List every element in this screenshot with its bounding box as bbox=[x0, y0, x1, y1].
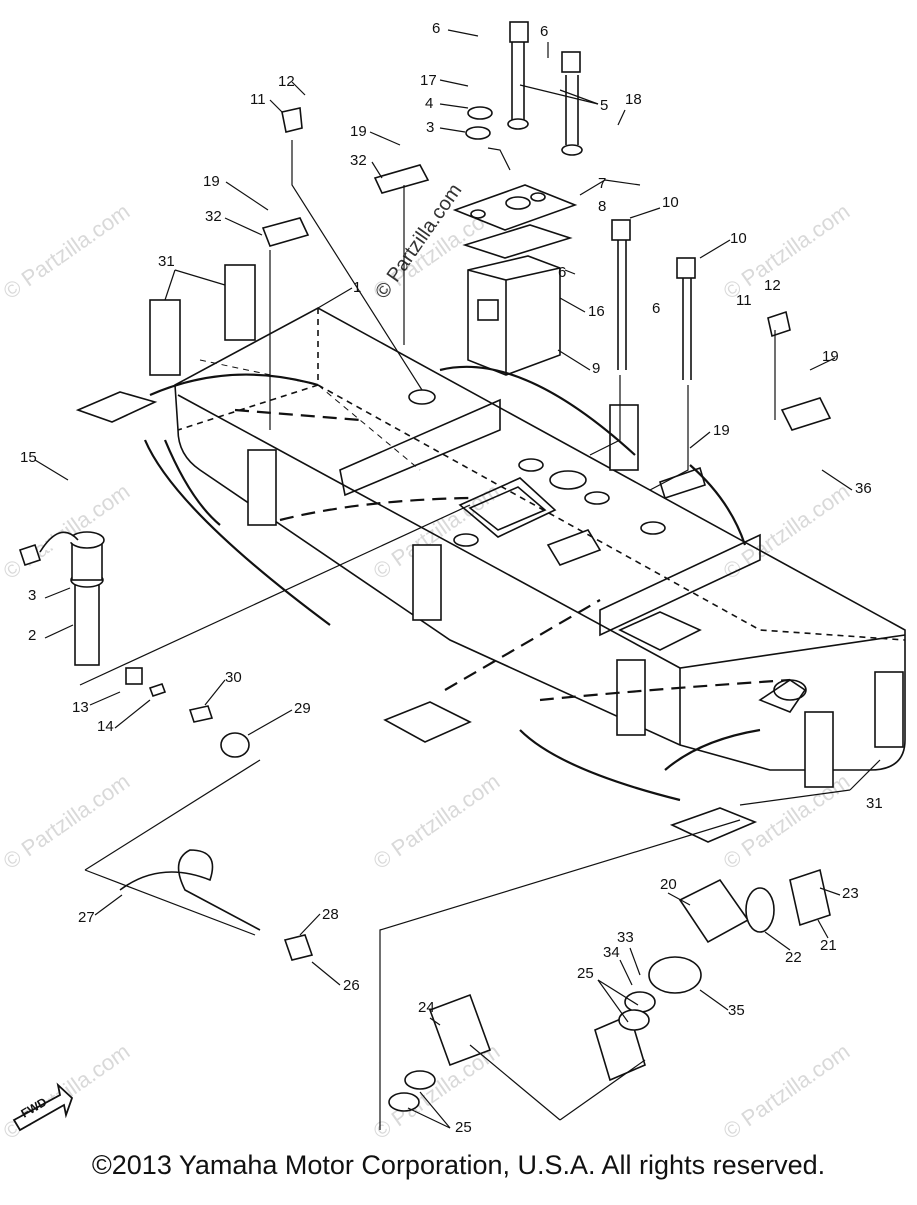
callout-labels: 6 6 5 17 4 3 18 11 12 19 32 7 8 10 10 19… bbox=[20, 20, 883, 1136]
callout-label: 15 bbox=[20, 449, 37, 466]
callout-label: 29 bbox=[294, 700, 311, 717]
callout-label: 30 bbox=[225, 669, 242, 686]
callout-label: 6 bbox=[558, 264, 566, 281]
callout-label: 17 bbox=[420, 72, 437, 89]
copyright-notice: ©2013 Yamaha Motor Corporation, U.S.A. A… bbox=[91, 1150, 826, 1180]
callout-label: 19 bbox=[350, 123, 367, 140]
watermark-text: © Partzilla.com bbox=[369, 769, 505, 875]
callout-label: 6 bbox=[652, 300, 660, 317]
fuel-pickup bbox=[18, 531, 831, 1112]
callout-label: 28 bbox=[322, 906, 339, 923]
callout-label: 36 bbox=[855, 480, 872, 497]
callout-label: 16 bbox=[588, 303, 605, 320]
callout-label: 20 bbox=[660, 876, 677, 893]
callout-label: 1 bbox=[353, 279, 361, 296]
callout-label: 6 bbox=[432, 20, 440, 37]
callout-label: 11 bbox=[736, 292, 752, 309]
callout-label: 32 bbox=[205, 208, 222, 225]
sender-unit bbox=[452, 184, 578, 376]
callout-label: 32 bbox=[350, 152, 367, 169]
callout-ticks bbox=[34, 29, 853, 1129]
callout-label: 35 bbox=[728, 1002, 745, 1019]
fittings bbox=[261, 21, 832, 500]
callout-label: 24 bbox=[418, 999, 435, 1016]
callout-label: 25 bbox=[577, 965, 594, 982]
watermark-text: © Partzilla.com bbox=[719, 1039, 855, 1145]
callout-label: 19 bbox=[713, 422, 730, 439]
callout-label: 10 bbox=[662, 194, 679, 211]
callout-label: 23 bbox=[842, 885, 859, 902]
leader-lines bbox=[79, 140, 881, 1130]
callout-label: 19 bbox=[203, 173, 220, 190]
callout-label: 5 bbox=[600, 97, 608, 114]
callout-label: 13 bbox=[72, 699, 89, 716]
callout-label: 18 bbox=[625, 91, 642, 108]
watermark-text: © Partzilla.com bbox=[0, 199, 134, 305]
callout-label: 11 bbox=[250, 91, 266, 108]
callout-label: 8 bbox=[598, 198, 606, 215]
callout-label: 26 bbox=[343, 977, 360, 994]
callout-label: 12 bbox=[278, 73, 295, 90]
watermark-text: © Partzilla.com bbox=[369, 1039, 505, 1145]
callout-label: 34 bbox=[603, 944, 620, 961]
callout-label: 22 bbox=[785, 949, 802, 966]
callout-label: 14 bbox=[97, 718, 114, 735]
callout-label: 27 bbox=[78, 909, 95, 926]
callout-label: 3 bbox=[28, 587, 36, 604]
callout-label: 19 bbox=[822, 348, 839, 365]
callout-label: 3 bbox=[426, 119, 434, 136]
callout-label: 7 bbox=[598, 175, 606, 192]
callout-label: 9 bbox=[592, 360, 600, 377]
callout-label: 2 bbox=[28, 627, 36, 644]
callout-label: 25 bbox=[455, 1119, 472, 1136]
rubber-pads bbox=[75, 264, 904, 843]
flow-arrows bbox=[143, 365, 791, 802]
callout-label: 12 bbox=[764, 277, 781, 294]
watermark-text: © Partzilla.com bbox=[0, 479, 134, 585]
callout-label: 33 bbox=[617, 929, 634, 946]
watermark-text: © Partzilla.com bbox=[0, 769, 134, 875]
callout-label: 4 bbox=[425, 95, 433, 112]
callout-label: 21 bbox=[820, 937, 837, 954]
watermark-text: © Partzilla.com bbox=[719, 199, 855, 305]
callout-label: 31 bbox=[158, 253, 175, 270]
callout-label: 6 bbox=[540, 23, 548, 40]
fuel-tank bbox=[174, 307, 906, 771]
callout-label: 31 bbox=[866, 795, 883, 812]
callout-label: 10 bbox=[730, 230, 747, 247]
